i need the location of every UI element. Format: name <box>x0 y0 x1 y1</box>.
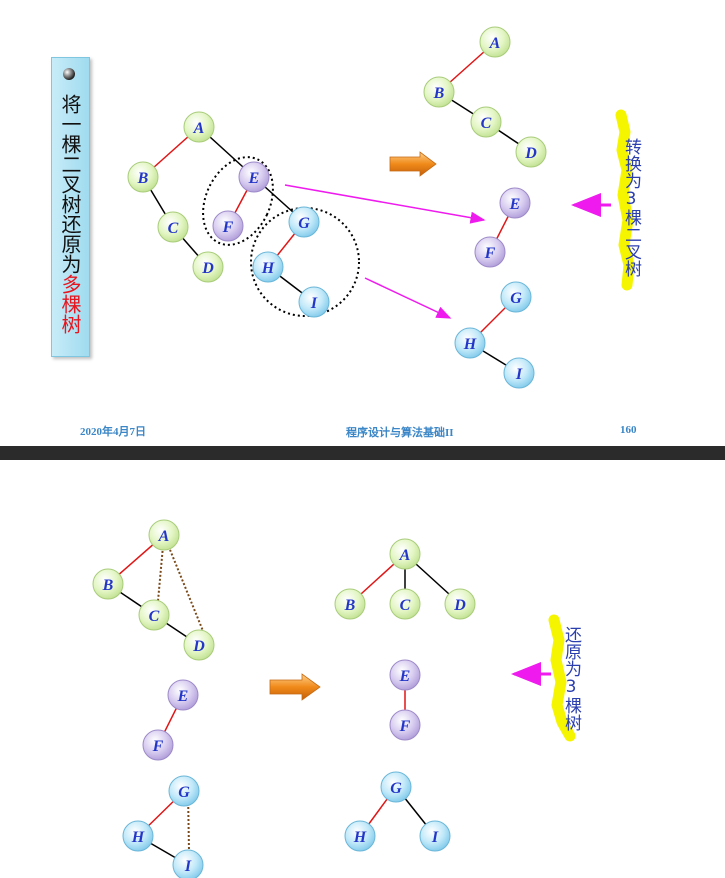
svg-text:H: H <box>131 829 145 846</box>
svg-text:B: B <box>137 170 149 187</box>
node-f-c: C <box>389 588 421 620</box>
node-l-g: G <box>168 775 200 807</box>
title-box: 将一棵二叉树还原为多棵树 <box>51 57 90 357</box>
node-r-e: E <box>499 187 531 219</box>
svg-text:F: F <box>484 245 496 262</box>
node-f-g: G <box>380 771 412 803</box>
node-r-i: I <box>503 357 535 389</box>
node-l-i: I <box>172 849 204 878</box>
highlight-stroke <box>615 109 635 291</box>
node-l-f: F <box>142 729 174 761</box>
svg-text:I: I <box>184 858 192 875</box>
title-highlight-text: 多棵树 <box>58 274 82 334</box>
highlight-stroke-2 <box>548 614 576 742</box>
orange-arrow-icon-2 <box>269 673 321 701</box>
node-r-f: F <box>474 236 506 268</box>
svg-text:A: A <box>399 547 411 564</box>
footer-page: 160 <box>620 424 637 436</box>
slide-2-diagram: A B C D E F G H I A B C D E F G H I <box>92 519 576 878</box>
svg-text:G: G <box>298 215 310 232</box>
bullet-icon <box>63 68 75 80</box>
slide-1: 将一棵二叉树还原为多棵树 <box>51 26 641 439</box>
node-a: A <box>183 111 215 143</box>
footer-course: 程序设计与算法基础II <box>346 427 454 439</box>
node-l-b: B <box>92 568 124 600</box>
node-l-a: A <box>148 519 180 551</box>
node-i: I <box>298 286 330 318</box>
svg-text:A: A <box>489 35 501 52</box>
node-f-b: B <box>334 588 366 620</box>
svg-text:D: D <box>192 638 205 655</box>
svg-text:H: H <box>353 829 367 846</box>
node-f-f: F <box>389 709 421 741</box>
node-f-e: E <box>389 659 421 691</box>
svg-text:E: E <box>399 668 411 685</box>
node-h: H <box>252 251 284 283</box>
svg-text:C: C <box>149 608 160 625</box>
svg-text:G: G <box>178 784 190 801</box>
node-f-d: D <box>444 588 476 620</box>
svg-text:E: E <box>248 170 260 187</box>
node-l-c: C <box>138 599 170 631</box>
svg-text:H: H <box>463 336 477 353</box>
node-b: B <box>127 161 159 193</box>
selection-circle-ghi <box>250 207 360 317</box>
side-note-2: 还原为3棵树 <box>561 626 581 731</box>
svg-text:D: D <box>453 597 466 614</box>
side-note-1: 转换为3棵二叉树 <box>621 138 641 277</box>
svg-text:E: E <box>177 688 189 705</box>
node-f-a: A <box>389 538 421 570</box>
magenta-arrow-ef <box>284 184 486 224</box>
node-l-h: H <box>122 820 154 852</box>
svg-text:D: D <box>524 145 537 162</box>
node-r-d: D <box>515 136 547 168</box>
node-r-a: A <box>479 26 511 58</box>
svg-text:G: G <box>510 290 522 307</box>
node-c: C <box>157 211 189 243</box>
svg-text:C: C <box>400 597 411 614</box>
node-r-b: B <box>423 76 455 108</box>
slide-2: A B C D E F G H I A B C D E F G H I 还原为3… <box>0 460 725 878</box>
svg-text:I: I <box>431 829 439 846</box>
svg-text:F: F <box>222 219 234 236</box>
slide-divider <box>0 446 725 460</box>
magenta-arrow-ghi <box>364 277 452 319</box>
node-f-i: I <box>419 820 451 852</box>
svg-text:G: G <box>390 780 402 797</box>
node-f: F <box>212 210 244 242</box>
svg-text:A: A <box>193 120 205 137</box>
svg-text:C: C <box>168 220 179 237</box>
svg-text:H: H <box>261 260 275 277</box>
node-r-c: C <box>470 106 502 138</box>
node-d: D <box>192 251 224 283</box>
svg-text:I: I <box>310 295 318 312</box>
node-f-h: H <box>344 820 376 852</box>
slide-title: 将一棵二叉树还原为多棵树 <box>58 94 82 334</box>
node-r-h: H <box>454 327 486 359</box>
node-g: G <box>288 206 320 238</box>
svg-text:E: E <box>509 196 521 213</box>
svg-text:B: B <box>433 85 445 102</box>
node-l-e: E <box>167 679 199 711</box>
node-e: E <box>238 161 270 193</box>
svg-text:B: B <box>102 577 114 594</box>
slide-1-diagram: A B C D E F G H I A B C D E F G H I <box>127 26 635 389</box>
svg-text:I: I <box>515 366 523 383</box>
footer-date: 2020年4月7日 <box>80 426 146 438</box>
node-l-d: D <box>183 629 215 661</box>
svg-text:F: F <box>152 738 164 755</box>
selection-ellipse-ef <box>202 156 274 246</box>
dotted-a-d <box>163 534 204 632</box>
svg-text:A: A <box>158 528 170 545</box>
orange-arrow-icon <box>389 151 437 177</box>
svg-text:F: F <box>399 718 411 735</box>
node-r-g: G <box>500 281 532 313</box>
svg-text:B: B <box>344 597 356 614</box>
dotted-a-c <box>157 534 165 602</box>
svg-text:D: D <box>201 260 214 277</box>
title-main-text: 将一棵二叉树还原为 <box>58 94 82 274</box>
svg-text:C: C <box>481 115 492 132</box>
